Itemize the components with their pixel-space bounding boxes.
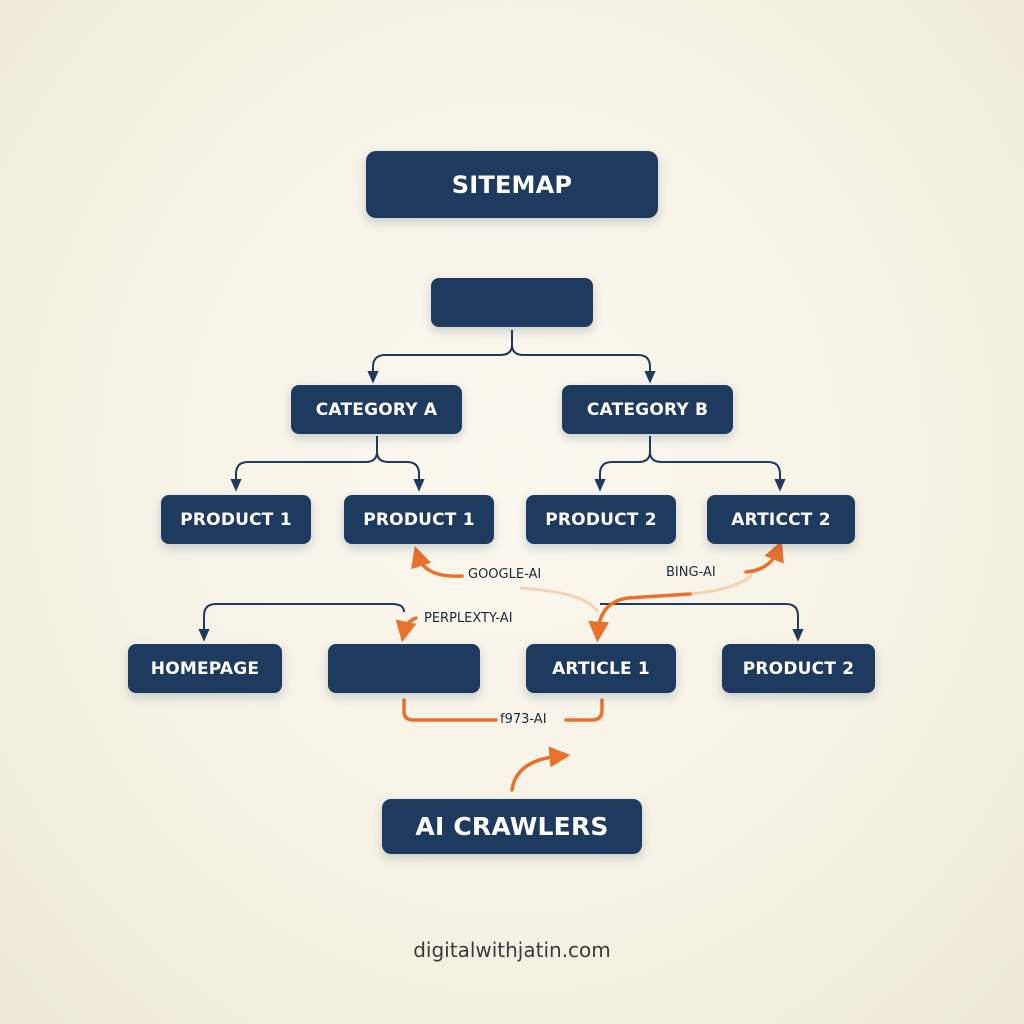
- f973-ai-label: f973-AI: [500, 712, 547, 727]
- perplexity-arrow: [395, 616, 418, 643]
- connector-cat-b-to-product-2: [594, 436, 651, 492]
- google-ai-label: GOOGLE-AI: [468, 567, 542, 582]
- bing-to-article-arrow: [588, 592, 692, 643]
- google-arrow: [411, 545, 464, 578]
- blank-node[interactable]: [328, 644, 480, 693]
- connector-cat-b-to-article: [649, 451, 786, 492]
- product-2-bottom-node[interactable]: PRODUCT 2: [722, 644, 875, 693]
- category-b-node[interactable]: CATEGORY B: [562, 385, 733, 434]
- connector-to-product-2-bottom: [600, 603, 804, 642]
- bing-trail: [689, 573, 753, 596]
- bing-ai-label: BING-AI: [666, 565, 716, 580]
- connector-cat-a-to-product-1-right: [376, 451, 425, 492]
- footer-domain: digitalwithjatin.com: [413, 938, 611, 962]
- product-1-right-node[interactable]: PRODUCT 1: [344, 495, 494, 544]
- root-node[interactable]: [431, 278, 593, 327]
- product-1-left-node[interactable]: PRODUCT 1: [161, 495, 311, 544]
- google-trail: [519, 586, 600, 613]
- ai-crawlers-node[interactable]: AI CRAWLERS: [382, 799, 642, 854]
- connector-root-to-category-b: [511, 344, 656, 384]
- connector-cat-a-to-product-1-left: [230, 436, 378, 492]
- article-1-node[interactable]: ARTICLE 1: [526, 644, 676, 693]
- sitemap-title: SITEMAP: [366, 151, 658, 218]
- homepage-node[interactable]: HOMEPAGE: [128, 644, 282, 693]
- connector-to-homepage: [198, 603, 405, 642]
- bing-arrow: [744, 540, 784, 574]
- category-a-node[interactable]: CATEGORY A: [291, 385, 462, 434]
- article-top-node[interactable]: ARTICCT 2: [707, 495, 855, 544]
- product-2-top-node[interactable]: PRODUCT 2: [526, 495, 676, 544]
- perplexity-ai-label: PERPLEXTY-AI: [424, 611, 513, 626]
- crawler-loop-left: [402, 698, 498, 722]
- connector-root-to-categories: [367, 330, 513, 384]
- crawler-loop-right: [564, 698, 604, 722]
- crawler-up-arrow: [510, 746, 571, 792]
